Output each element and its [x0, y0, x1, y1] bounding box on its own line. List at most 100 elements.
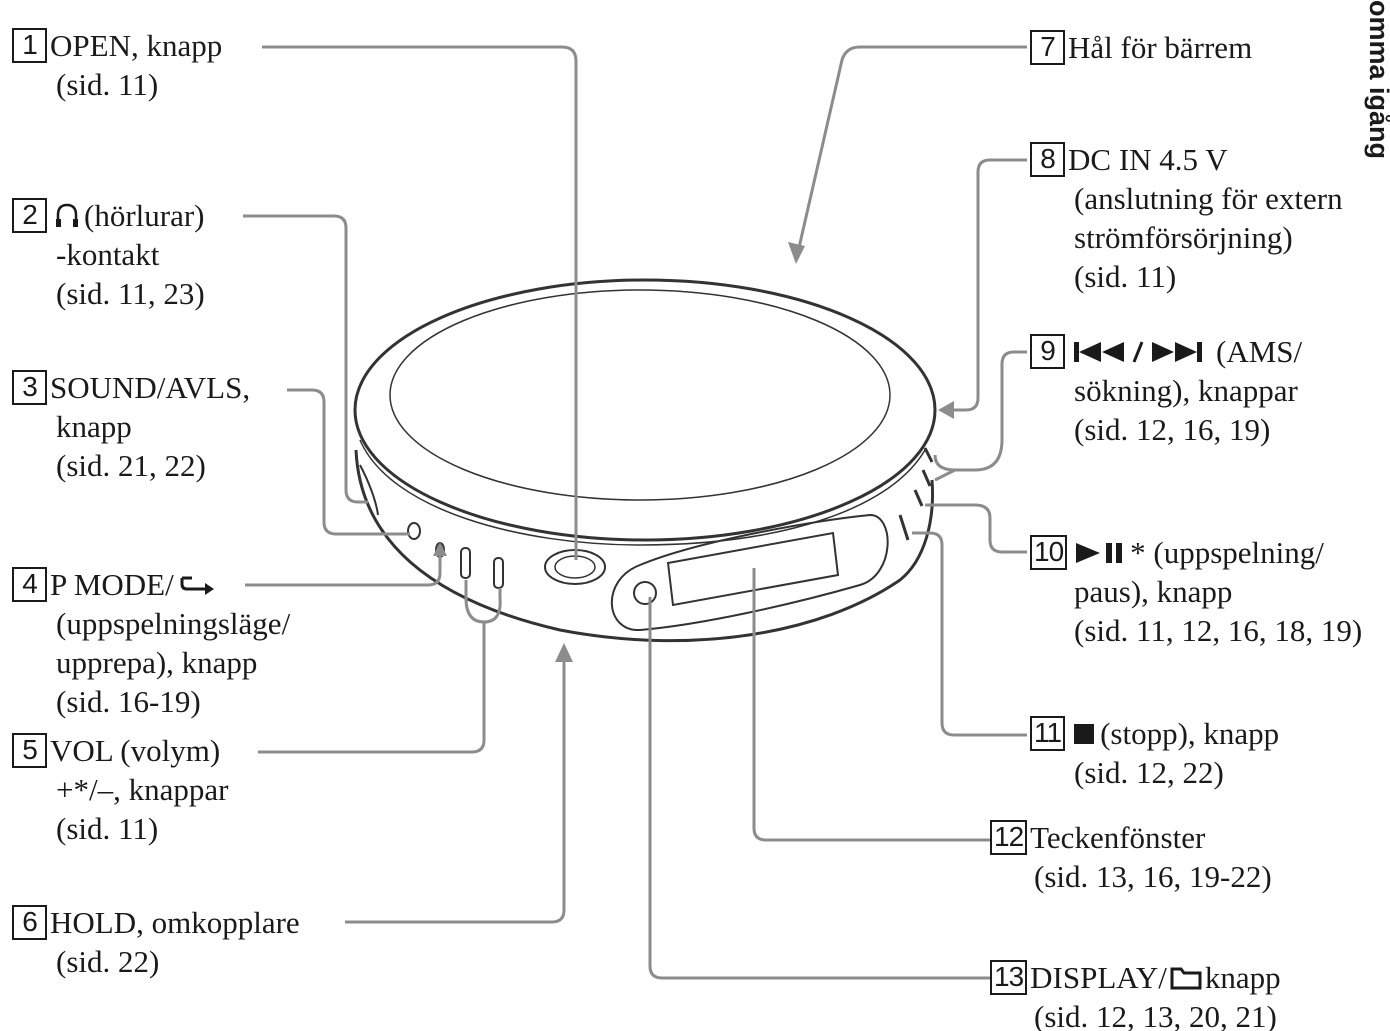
display-panel: [610, 513, 889, 632]
callout-1-page: (sid. 11): [56, 67, 159, 102]
callout-2: 2 (hörlurar) -kontakt (sid. 11, 23): [12, 196, 205, 313]
display-button: [633, 581, 657, 605]
callout-7-title: Hål för bärrem: [1068, 30, 1253, 65]
prev-next-track-icon: [1074, 340, 1202, 363]
callout-5-page: (sid. 11): [56, 811, 159, 846]
callout-10-page: (sid. 11, 12, 16, 18, 19): [1074, 613, 1363, 648]
callout-12-number: 12: [990, 820, 1028, 855]
callout-1-title: OPEN, knapp: [50, 28, 223, 63]
callout-8-page: (sid. 11): [1074, 259, 1177, 294]
play-pause-icon: [1076, 542, 1123, 563]
arrow-8: [938, 401, 954, 419]
callout-13-title: DISPLAY/: [1030, 960, 1167, 995]
folder-icon: [1170, 967, 1202, 989]
leader-3: [287, 388, 410, 536]
callout-9-number: 9: [1030, 334, 1065, 369]
callout-6-number: 6: [12, 905, 47, 940]
stop-icon: [1074, 723, 1095, 744]
callout-10: 10 * (uppspelning/ paus), knapp (sid. 11…: [1030, 533, 1362, 650]
callout-12-title: Teckenfönster: [1030, 820, 1206, 855]
callout-3-title: SOUND/AVLS,: [50, 370, 251, 405]
callout-2-line-2: -kontakt: [56, 237, 160, 272]
callout-10-line-2: paus), knapp: [1074, 574, 1233, 609]
callout-11: 11 (stopp), knapp (sid. 12, 22): [1030, 714, 1279, 792]
leader-11: [912, 531, 1027, 737]
lid-inner: [389, 289, 891, 501]
sound-button: [359, 464, 379, 516]
leader-arrowheads: [433, 242, 954, 662]
leader-5: [258, 580, 502, 754]
cd-player: [353, 278, 937, 643]
callout-13-suffix: knapp: [1204, 960, 1281, 995]
arrow-7: [788, 242, 805, 264]
callout-10-title: * (uppspelning/: [1130, 535, 1324, 570]
callout-2-page: (sid. 11, 23): [56, 276, 205, 311]
callout-4-title: P MODE/: [50, 567, 174, 602]
callout-3-page: (sid. 21, 22): [56, 448, 206, 483]
player-lid: [353, 278, 937, 542]
callout-4-page: (sid. 16-19): [56, 684, 201, 719]
section-side-tab-text: omma igång: [1364, 0, 1390, 160]
callout-13-number: 13: [990, 960, 1028, 995]
callout-5-number: 5: [12, 733, 47, 768]
callout-9-title: (AMS/: [1216, 334, 1303, 369]
player-base: [354, 449, 934, 643]
repeat-arrow-icon: [180, 576, 214, 595]
leader-9: [933, 350, 1027, 482]
callout-2-title: (hörlurar): [84, 198, 205, 233]
leader-2: [243, 214, 368, 504]
callout-4-line-2: (uppspelningsläge/: [56, 606, 291, 641]
leader-lines: [243, 45, 1027, 980]
section-side-tab: omma igång: [1360, 0, 1390, 190]
vol-plus-button: [460, 547, 471, 579]
side-buttons: [898, 447, 934, 541]
arrow-6: [555, 643, 573, 662]
callout-8-line-2: (anslutning för extern: [1074, 181, 1343, 216]
leader-1: [262, 45, 578, 560]
phones-jack: [407, 522, 421, 540]
leader-8: [948, 158, 1027, 412]
vol-minus-button: [493, 557, 504, 589]
callout-6-page: (sid. 22): [56, 944, 160, 979]
callout-9-line-2: sökning), knappar: [1074, 373, 1298, 408]
callout-11-page: (sid. 12, 22): [1074, 755, 1224, 790]
arrow-4: [433, 542, 447, 556]
callout-6-title: HOLD, omkopplare: [50, 905, 300, 940]
callout-8-number: 8: [1030, 142, 1065, 177]
callout-13-page: (sid. 12, 13, 20, 21): [1034, 999, 1277, 1031]
display-window: [666, 531, 840, 607]
callout-2-number: 2: [12, 198, 47, 233]
leader-10: [925, 503, 1027, 554]
callout-10-number: 10: [1030, 535, 1068, 570]
callout-8-line-3: strömförsörjning): [1074, 220, 1293, 255]
leader-13: [648, 597, 990, 980]
callout-12-page: (sid. 13, 16, 19-22): [1034, 859, 1272, 894]
callout-7-number: 7: [1030, 30, 1065, 65]
callout-5-title: VOL (volym): [50, 733, 221, 768]
callout-3-number: 3: [12, 370, 47, 405]
callout-4-number: 4: [12, 567, 47, 602]
callout-4-line-3: upprepa), knapp: [56, 645, 258, 680]
leader-6: [345, 660, 566, 924]
callout-1-number: 1: [12, 28, 47, 63]
leader-12: [752, 568, 990, 842]
lid-rim: [359, 439, 926, 546]
leader-7: [796, 45, 1027, 253]
callout-11-title: (stopp), knapp: [1100, 716, 1280, 751]
callout-8-title: DC IN 4.5 V: [1068, 142, 1228, 177]
callout-9-page: (sid. 12, 16, 19): [1074, 412, 1271, 447]
callout-5-line-2: +*/–, knappar: [56, 772, 229, 807]
callout-9: 9 (AMS/ sökning), knappar (sid. 12, 16, …: [1030, 332, 1302, 449]
leader-4: [245, 552, 442, 587]
headphones-icon: [56, 203, 78, 227]
